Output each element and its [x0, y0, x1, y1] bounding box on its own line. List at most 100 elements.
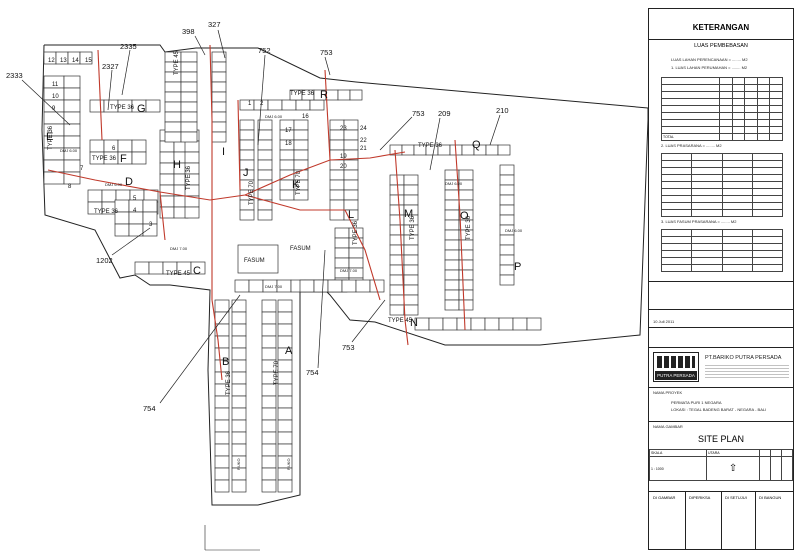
lot-cell — [190, 261, 206, 275]
lot-cell — [261, 419, 277, 433]
lot-cell — [329, 179, 345, 191]
lot-cell — [180, 121, 198, 133]
lot-block — [214, 299, 230, 493]
lot-cell — [231, 431, 247, 445]
lot-cell — [211, 111, 227, 123]
lot-cell — [164, 81, 182, 93]
sign-checked-by: DIPERIKSA — [689, 495, 711, 500]
lot-cell — [327, 279, 343, 293]
lot-cell — [334, 247, 350, 259]
lot-cell — [341, 279, 357, 293]
lot-cell — [257, 129, 273, 141]
lot-cell — [239, 209, 255, 221]
lot-block — [164, 51, 198, 143]
lot-type-table: TOTAL — [660, 77, 783, 141]
lot-cell — [329, 169, 345, 181]
block-label-q: Q — [472, 139, 481, 151]
lot-cell — [458, 269, 474, 281]
lot-cell — [239, 119, 255, 131]
lot-cell — [180, 91, 198, 103]
lot-cell — [261, 467, 277, 481]
project-caption: NAMA PROYEK — [653, 390, 683, 395]
lot-cell — [389, 274, 405, 286]
reference-number: 327 — [208, 20, 221, 29]
leader-line — [317, 249, 326, 369]
lot-cell — [211, 101, 227, 113]
site-plan-drawing: FASUM FASUM 398 327 2335 2327 2333 752 7… — [6, 20, 648, 551]
lot-cell — [261, 479, 277, 493]
lot-cell — [164, 131, 182, 143]
lot-block — [277, 299, 293, 493]
lot-cell — [231, 479, 247, 493]
lot-cell — [148, 261, 164, 275]
lot-number: 4 — [133, 208, 137, 214]
lot-cell — [257, 149, 273, 161]
lot-cell — [456, 317, 472, 331]
lot-cell — [134, 261, 150, 275]
lot-block — [289, 89, 363, 101]
lot-cell — [211, 81, 227, 93]
lot-block — [279, 119, 309, 201]
road-line — [211, 299, 223, 381]
block-label-a: A — [285, 345, 293, 357]
lot-block — [389, 144, 511, 156]
lot-cell — [403, 184, 419, 196]
lot-cell — [159, 140, 175, 153]
prasarana-table — [660, 153, 784, 217]
lot-cell — [184, 140, 200, 153]
lot-number: 17 — [285, 128, 292, 134]
lot-cell — [277, 419, 293, 433]
road-line — [324, 69, 331, 161]
lot-cell — [389, 294, 405, 306]
block-label-f: F — [120, 153, 127, 165]
lot-number: 24 — [360, 126, 367, 132]
lot-cell — [355, 279, 371, 293]
lot-cell — [329, 209, 345, 221]
reference-number: 753 — [412, 109, 425, 118]
lot-cell — [334, 257, 350, 269]
lot-cell — [89, 139, 105, 153]
luas-prasarana: 2. LUAS PRASARANA = ........ M2 — [661, 143, 722, 148]
title-block: KETERANGAN LUAS PEMBEBASAN LUAS LAHAN PE… — [648, 8, 794, 550]
lot-cell — [499, 164, 515, 176]
lot-cell — [343, 169, 359, 181]
lot-cell — [261, 395, 277, 409]
lot-cell — [43, 159, 65, 173]
luas-fasum-prasarana: 3. LUAS FASUM PRASARANA = ........ M2 — [661, 219, 737, 224]
lot-cell — [293, 139, 309, 151]
divider — [649, 347, 793, 348]
lot-cell — [277, 383, 293, 397]
lot-cell — [458, 199, 474, 211]
lot-block — [211, 51, 227, 143]
lot-cell — [159, 162, 175, 175]
divider — [721, 491, 722, 549]
company-name: PT.BARIKO PUTRA PERSADA — [705, 355, 782, 361]
lot-cell — [164, 101, 182, 113]
lot-cell — [389, 284, 405, 296]
lot-cell — [497, 144, 511, 156]
lot-cell — [261, 299, 277, 313]
lot-cell — [89, 99, 105, 113]
lot-cell — [444, 219, 460, 231]
dimension-label: DMJ 6.00 — [105, 182, 123, 187]
type-label: TYPE 36 — [94, 209, 119, 215]
road-line — [344, 209, 381, 301]
lot-cell — [444, 279, 460, 291]
lot-cell — [261, 455, 277, 469]
block-label-l: L — [348, 209, 354, 221]
lot-cell — [444, 259, 460, 271]
lot-cell — [403, 294, 419, 306]
lot-cell — [231, 395, 247, 409]
dimension-label: DMJ 7.00 — [265, 284, 283, 289]
block-labels: A B C D E F G H I J K L M N O P Q R — [46, 89, 521, 368]
lot-cell — [214, 311, 230, 325]
lot-cell — [63, 99, 81, 113]
lot-cell — [329, 199, 345, 211]
lot-cell — [403, 264, 419, 276]
lot-cell — [231, 419, 247, 433]
sign-approved-by: DI SETUJUI — [725, 495, 747, 500]
lot-block — [239, 99, 325, 111]
lot-number: 18 — [285, 141, 292, 147]
lot-cell — [261, 443, 277, 457]
lot-cell — [63, 75, 81, 89]
